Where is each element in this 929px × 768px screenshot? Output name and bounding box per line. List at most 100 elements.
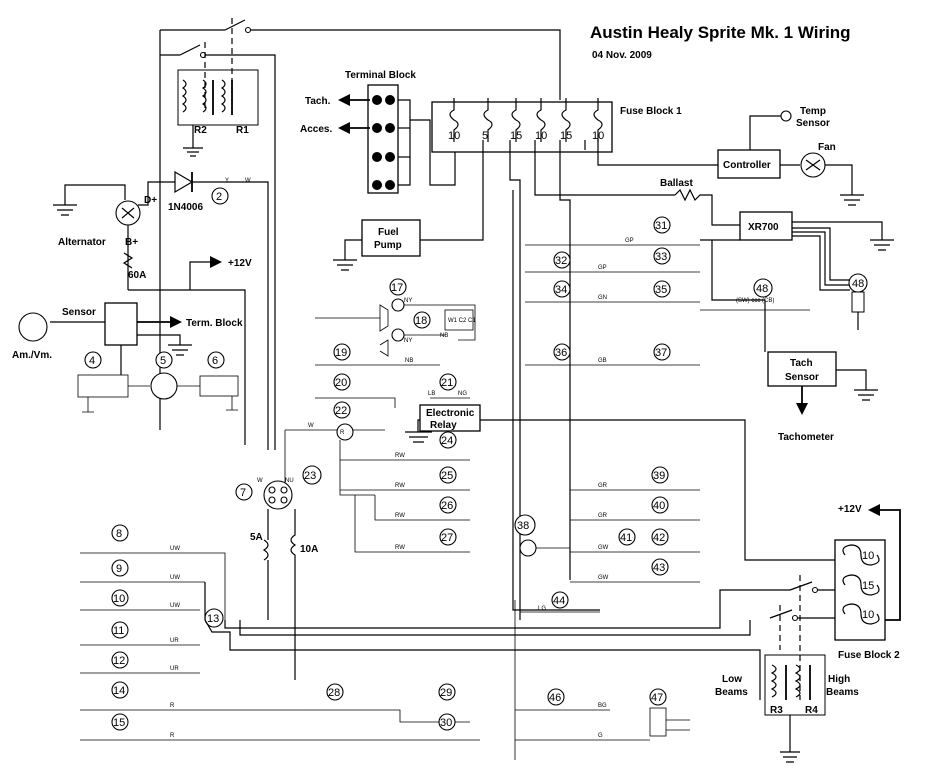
tach-sensor: Tach Sensor Tachometer xyxy=(767,351,878,443)
svg-text:39: 39 xyxy=(653,470,665,482)
fan-label: Fan xyxy=(818,142,836,153)
fuse-block-2-label: Fuse Block 2 xyxy=(838,650,900,661)
svg-text:W: W xyxy=(308,423,314,429)
fuse-block-1-value: 15 xyxy=(560,130,572,142)
fuse-block-2-fuse xyxy=(842,574,880,596)
controller-label: Controller xyxy=(723,160,771,171)
temp-sensor-label-2: Sensor xyxy=(796,118,830,129)
ignition-switch: 7 W NU 5A 10A xyxy=(235,478,318,680)
alternator-label: Alternator xyxy=(58,237,106,248)
svg-text:13: 13 xyxy=(207,613,219,625)
svg-text:BG: BG xyxy=(598,703,607,709)
acces-label: Acces. xyxy=(300,124,332,135)
svg-text:20: 20 xyxy=(335,377,347,389)
fuse-block-2-value: 10 xyxy=(862,550,874,562)
fuse-block-1-value: 10 xyxy=(535,130,547,142)
alternator-circuit: D+ B+ Alternator 1N4006 2 Y W 60A +12V xyxy=(53,170,269,450)
cooling-fan-circuit: Temp Sensor Controller Fan xyxy=(717,106,864,206)
ballast-label: Ballast xyxy=(660,178,693,189)
svg-text:Y: Y xyxy=(225,178,229,184)
svg-text:2: 2 xyxy=(216,191,222,203)
tach-sensor-label-1: Tach xyxy=(790,358,813,369)
svg-text:31: 31 xyxy=(655,220,667,232)
svg-text:R: R xyxy=(170,733,175,739)
svg-text:RW: RW xyxy=(395,545,405,551)
tach-sensor-label-2: Sensor xyxy=(785,372,819,383)
r3-label: R3 xyxy=(770,705,783,716)
fuse-block-2-fuse xyxy=(842,603,880,625)
svg-text:29: 29 xyxy=(440,687,452,699)
sensor-block: Sensor Am./Vm. Term. Block xyxy=(12,302,243,378)
svg-text:NB: NB xyxy=(405,358,413,364)
svg-text:19: 19 xyxy=(335,347,347,359)
svg-text:GW: GW xyxy=(598,575,609,581)
svg-text:32: 32 xyxy=(555,255,567,267)
components-4-5-6: 4 5 6 xyxy=(77,351,239,413)
svg-text:36: 36 xyxy=(555,347,567,359)
svg-text:9: 9 xyxy=(116,563,122,575)
svg-text:21: 21 xyxy=(441,377,453,389)
fuse-block-1-fuse xyxy=(511,98,521,142)
right-center-circuits: 31 GP 33 32 GP 34 35 GN 48 (SW) ccc (CB)… xyxy=(514,216,810,613)
svg-text:4: 4 xyxy=(89,355,95,367)
diagram-title: Austin Healy Sprite Mk. 1 Wiring xyxy=(590,23,851,42)
component-48: 48 xyxy=(848,273,868,330)
svg-text:40: 40 xyxy=(653,500,665,512)
fuse-block-1-wiring xyxy=(420,140,718,620)
svg-text:W: W xyxy=(245,178,251,184)
svg-text:RW: RW xyxy=(395,513,405,519)
amp-60-label: 60A xyxy=(128,270,146,281)
svg-text:NU: NU xyxy=(285,478,294,484)
svg-text:UW: UW xyxy=(170,603,180,609)
svg-text:UR: UR xyxy=(170,666,179,672)
svg-text:UW: UW xyxy=(170,575,180,581)
svg-text:35: 35 xyxy=(655,284,667,296)
fuse-block-1-value: 10 xyxy=(592,130,604,142)
lighting-left: 8 UW 9 UW 10 UW 13 11 UR 12 UR 14 R 15 R xyxy=(80,524,790,741)
xr700-box xyxy=(739,211,793,241)
svg-text:LB: LB xyxy=(428,391,435,397)
svg-text:W1 C2 C1: W1 C2 C1 xyxy=(448,318,476,324)
fuse-block-2-value: 15 xyxy=(862,580,874,592)
fuse-block-1-fuse xyxy=(536,98,546,142)
r2-label: R2 xyxy=(194,125,207,136)
svg-text:28: 28 xyxy=(328,687,340,699)
low-beams-label-1: Low xyxy=(722,674,742,685)
svg-text:26: 26 xyxy=(441,500,453,512)
amp-10-label: 10A xyxy=(300,544,318,555)
svg-text:44: 44 xyxy=(553,595,565,607)
svg-text:GW: GW xyxy=(598,545,609,551)
term-block-label: Term. Block xyxy=(186,318,243,329)
fuse-block-2-value: 10 xyxy=(862,609,874,621)
fuse-block-1-value: 15 xyxy=(510,130,522,142)
svg-text:48: 48 xyxy=(852,278,864,290)
svg-text:NG: NG xyxy=(458,391,467,397)
svg-text:W: W xyxy=(257,478,263,484)
svg-text:12: 12 xyxy=(113,655,125,667)
relay-r1-r2: R2 R1 xyxy=(177,69,259,157)
svg-text:11: 11 xyxy=(113,625,124,637)
svg-text:10: 10 xyxy=(113,593,125,605)
diode-icon xyxy=(174,170,194,194)
d-plus-label: D+ xyxy=(144,195,157,206)
temp-sensor-icon xyxy=(780,110,792,122)
fuse-block-1-fuse xyxy=(561,98,571,142)
fuse-block-1-fuse xyxy=(593,98,603,142)
r4-label: R4 xyxy=(805,705,818,716)
am-vm-label: Am./Vm. xyxy=(12,350,52,361)
svg-text:14: 14 xyxy=(113,685,125,697)
svg-text:LG: LG xyxy=(538,606,546,612)
svg-text:RW: RW xyxy=(395,453,405,459)
svg-text:37: 37 xyxy=(655,347,667,359)
fuse-block-2-fuse xyxy=(842,544,880,566)
am-vm-gauge-icon xyxy=(18,312,48,342)
fuse-block-1-value: 5 xyxy=(482,130,488,142)
svg-text:R: R xyxy=(340,430,345,436)
ignition-switches xyxy=(159,18,561,450)
temp-sensor-label-1: Temp xyxy=(800,106,826,117)
diagram-date: 04 Nov. 2009 xyxy=(592,50,652,61)
svg-text:(SW) ccc (CB): (SW) ccc (CB) xyxy=(736,298,774,304)
